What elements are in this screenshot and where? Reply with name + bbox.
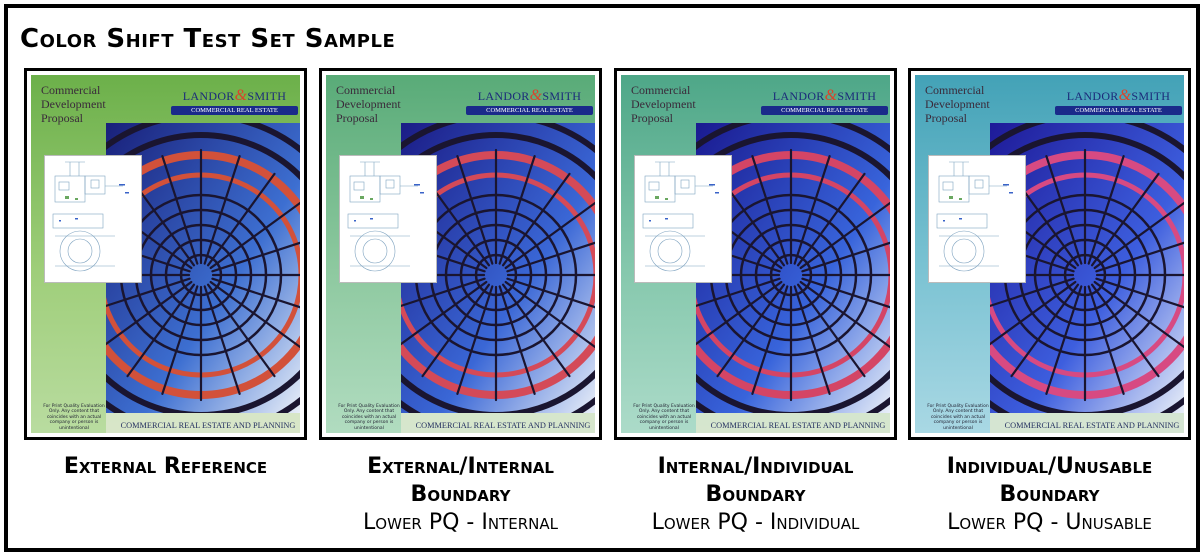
company-logo: LANDOR&SMITH COMMERCIAL REAL ESTATE	[761, 87, 888, 115]
frame: Color Shift Test Set Sample	[4, 4, 1200, 552]
logo-ampersand: &	[1118, 87, 1132, 104]
floor-plan-drawing	[347, 161, 424, 272]
logo-word-left: LANDOR	[477, 89, 530, 103]
logo-word-right: SMITH	[837, 89, 877, 103]
logo-word-left: LANDOR	[772, 89, 825, 103]
logo-word-right: SMITH	[1131, 89, 1171, 103]
panel-caption: Internal/Individual Boundary Lower PQ - …	[614, 453, 897, 537]
brochure-cover: Commercial Development Proposal LANDOR&S…	[326, 75, 595, 433]
floor-plan-inset	[928, 155, 1026, 283]
logo-tagline: COMMERCIAL REAL ESTATE	[466, 106, 593, 115]
caption-subtitle: Lower PQ - Unusable	[947, 510, 1152, 535]
cover-disclaimer: For Print Quality Evaluation Only. Any c…	[43, 403, 105, 431]
cover-footer: COMMERCIAL REAL ESTATE AND PLANNING	[415, 421, 591, 430]
caption-line-2: Boundary	[999, 482, 1100, 507]
sample-image-frame: Commercial Development Proposal LANDOR&S…	[614, 68, 897, 440]
page-title: Color Shift Test Set Sample	[20, 24, 396, 54]
logo-word-right: SMITH	[247, 89, 287, 103]
logo-word-left: LANDOR	[182, 89, 235, 103]
logo-ampersand: &	[234, 87, 248, 104]
caption-line-1: Internal/Individual	[657, 454, 854, 479]
floor-plan-inset	[44, 155, 142, 283]
cover-footer: COMMERCIAL REAL ESTATE AND PLANNING	[120, 421, 296, 430]
floor-plan-drawing	[52, 161, 129, 272]
caption-line-2: Boundary	[410, 482, 511, 507]
company-logo: LANDOR&SMITH COMMERCIAL REAL ESTATE	[1055, 87, 1182, 115]
cover-footer: COMMERCIAL REAL ESTATE AND PLANNING	[1004, 421, 1180, 430]
floor-plan-inset	[339, 155, 437, 283]
caption-line-1: External/Internal	[367, 454, 554, 479]
floor-plan-inset	[634, 155, 732, 283]
logo-tagline: COMMERCIAL REAL ESTATE	[761, 106, 888, 115]
logo-tagline: COMMERCIAL REAL ESTATE	[1055, 106, 1182, 115]
logo-ampersand: &	[529, 87, 543, 104]
panel-caption: Individual/Unusable Boundary Lower PQ - …	[908, 453, 1191, 537]
company-logo: LANDOR&SMITH COMMERCIAL REAL ESTATE	[466, 87, 593, 115]
cover-disclaimer: For Print Quality Evaluation Only. Any c…	[338, 403, 400, 431]
floor-plan-drawing	[642, 161, 719, 272]
panel-caption: External Reference	[24, 453, 307, 481]
panel-caption: External/Internal Boundary Lower PQ - In…	[319, 453, 602, 537]
cover-footer: COMMERCIAL REAL ESTATE AND PLANNING	[710, 421, 886, 430]
sample-image-frame: Commercial Development Proposal LANDOR&S…	[24, 68, 307, 440]
sample-image-frame: Commercial Development Proposal LANDOR&S…	[319, 68, 602, 440]
logo-ampersand: &	[824, 87, 838, 104]
floor-plan-drawing	[936, 161, 1013, 272]
sample-image-frame: Commercial Development Proposal LANDOR&S…	[908, 68, 1191, 440]
caption-subtitle: Lower PQ - Individual	[651, 510, 860, 535]
company-logo: LANDOR&SMITH COMMERCIAL REAL ESTATE	[171, 87, 298, 115]
caption-line-2: Boundary	[705, 482, 806, 507]
cover-disclaimer: For Print Quality Evaluation Only. Any c…	[927, 403, 989, 431]
logo-word-right: SMITH	[542, 89, 582, 103]
logo-word-left: LANDOR	[1066, 89, 1119, 103]
cover-title: Commercial Development Proposal	[336, 83, 401, 125]
brochure-cover: Commercial Development Proposal LANDOR&S…	[915, 75, 1184, 433]
cover-disclaimer: For Print Quality Evaluation Only. Any c…	[633, 403, 695, 431]
cover-title: Commercial Development Proposal	[925, 83, 990, 125]
brochure-cover: Commercial Development Proposal LANDOR&S…	[31, 75, 300, 433]
cover-title: Commercial Development Proposal	[41, 83, 106, 125]
caption-subtitle: Lower PQ - Internal	[363, 510, 558, 535]
logo-tagline: COMMERCIAL REAL ESTATE	[171, 106, 298, 115]
caption-line-1: Individual/Unusable	[946, 454, 1153, 479]
brochure-cover: Commercial Development Proposal LANDOR&S…	[621, 75, 890, 433]
caption-line-1: External Reference	[63, 454, 268, 479]
cover-title: Commercial Development Proposal	[631, 83, 696, 125]
cover-artwork	[31, 75, 300, 433]
